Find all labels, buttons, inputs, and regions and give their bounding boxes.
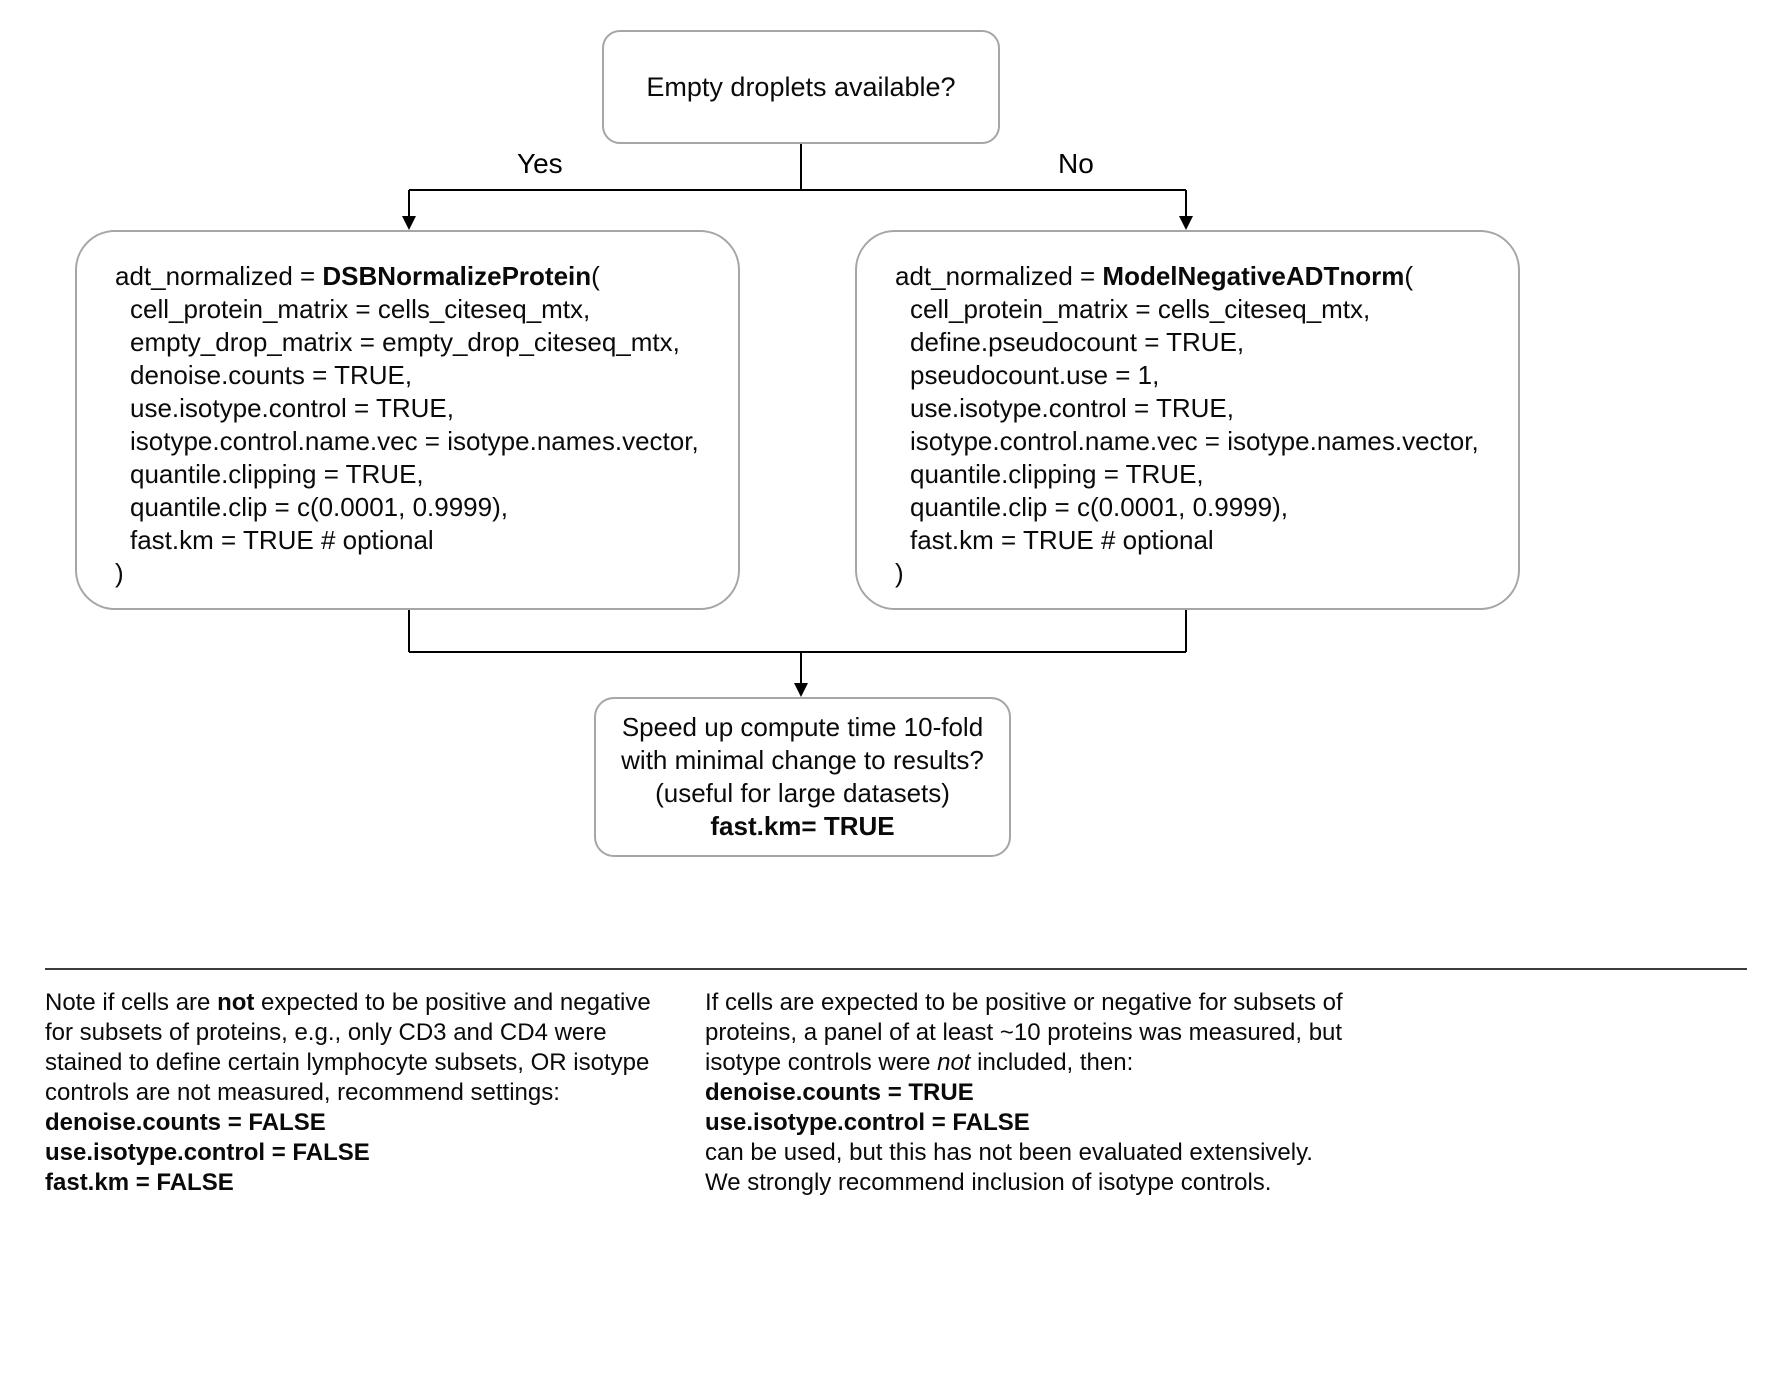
note-line: proteins, a panel of at least ~10 protei… [705,1019,1343,1046]
branch-label-no: No [1058,148,1094,179]
branch-label-yes: Yes [517,148,563,179]
note-setting-line: fast.km = FALSE [45,1169,234,1196]
code-arg-line: cell_protein_matrix = cells_citeseq_mtx, [910,294,1371,324]
note-setting-line: denoise.counts = TRUE [705,1079,974,1106]
note-text: isotype controls were [705,1049,938,1076]
info-line: (useful for large datasets) [655,778,950,808]
note-line: stained to define certain lymphocyte sub… [45,1049,650,1076]
info-line: with minimal change to results? [621,745,984,775]
info-line: Speed up compute time 10-fold [621,712,984,742]
note-text: expected to be positive and negative [254,989,651,1016]
decision-box-empty-droplets: Empty droplets available? [602,30,1000,144]
code-arg-line: pseudocount.use = 1, [910,360,1160,390]
info-box-fast-km: Speed up compute time 10-fold with minim… [594,697,1011,857]
function-name: DSBNormalizeProtein [322,261,592,291]
arrowhead-yes-icon [402,216,416,230]
decision-label: Empty droplets available? [646,71,956,102]
code-text: ( [1404,261,1413,291]
code-close-line: ) [115,558,124,588]
note-text-bold: not [217,989,255,1016]
arrowhead-no-icon [1179,216,1193,230]
note-text: included, then: [970,1049,1134,1076]
footnote-divider [45,968,1747,970]
code-arg-line: quantile.clip = c(0.0001, 0.9999), [130,492,508,522]
note-setting-line: use.isotype.control = FALSE [45,1139,370,1166]
note-text: Note if cells are [45,989,218,1016]
code-arg-line: isotype.control.name.vec = isotype.names… [910,426,1479,456]
code-arg-line: use.isotype.control = TRUE, [910,393,1234,423]
arrowhead-merge-icon [794,683,808,697]
footnote-right: If cells are expected to be positive or … [705,988,1343,1198]
function-name: ModelNegativeADTnorm [1102,261,1405,291]
note-line: controls are not measured, recommend set… [45,1079,560,1106]
note-text-italic: not [937,1049,971,1076]
code-arg-line: isotype.control.name.vec = isotype.names… [130,426,699,456]
code-box-model-negative-adtnorm: adt_normalized = ModelNegativeADTnorm( c… [855,230,1520,610]
code-call-line: adt_normalized = ModelNegativeADTnorm( [895,260,1500,293]
code-arg-line: cell_protein_matrix = cells_citeseq_mtx, [130,294,591,324]
code-text: adt_normalized = [115,261,323,291]
code-arg-line: quantile.clipping = TRUE, [130,459,424,489]
code-text: adt_normalized = [895,261,1103,291]
code-arg-line: quantile.clipping = TRUE, [910,459,1204,489]
note-line: for subsets of proteins, e.g., only CD3 … [45,1019,607,1046]
code-arg-line: quantile.clip = c(0.0001, 0.9999), [910,492,1288,522]
code-arg-line: fast.km = TRUE # optional [130,525,434,555]
note-setting-line: denoise.counts = FALSE [45,1109,326,1136]
code-arg-line: fast.km = TRUE # optional [910,525,1214,555]
code-arg-line: denoise.counts = TRUE, [130,360,413,390]
note-line: If cells are expected to be positive or … [705,989,1343,1016]
footnote-left: Note if cells are not expected to be pos… [45,988,651,1198]
code-arg-line: use.isotype.control = TRUE, [130,393,454,423]
code-arg-line: define.pseudocount = TRUE, [910,327,1245,357]
note-line: Note if cells are not expected to be pos… [45,988,651,1018]
code-box-dsb-normalize-protein: adt_normalized = DSBNormalizeProtein( ce… [75,230,740,610]
note-line: isotype controls were not included, then… [705,1048,1343,1078]
code-arg-line: empty_drop_matrix = empty_drop_citeseq_m… [130,327,680,357]
note-line: can be used, but this has not been evalu… [705,1139,1313,1166]
note-line: We strongly recommend inclusion of isoty… [705,1169,1272,1196]
code-close-line: ) [895,558,904,588]
code-text: ( [591,261,600,291]
code-call-line: adt_normalized = DSBNormalizeProtein( [115,260,720,293]
info-line-fast-km: fast.km= TRUE [710,811,895,841]
note-setting-line: use.isotype.control = FALSE [705,1109,1030,1136]
